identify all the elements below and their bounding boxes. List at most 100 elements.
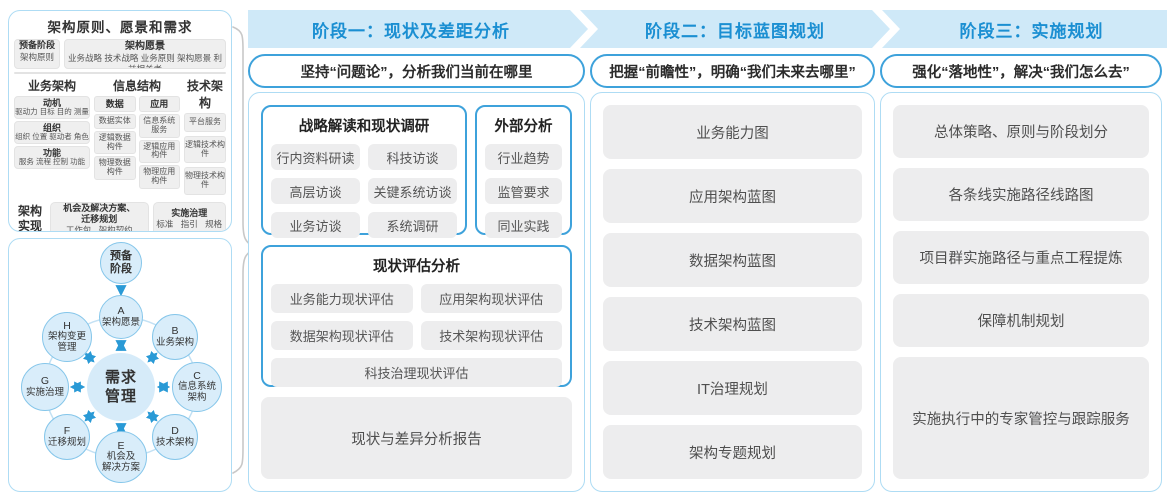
- function-title: 功能: [42, 147, 61, 158]
- node-label: 迁移规划: [47, 436, 86, 448]
- motivation-box: 动机 驱动力 目标 目的 测量: [14, 96, 90, 119]
- vision-title: 架构愿景: [125, 41, 165, 52]
- node-label: 架构愿景: [101, 316, 140, 328]
- prep-phase-node: 预备 阶段: [100, 242, 142, 284]
- realization-label: 架构 实现: [17, 203, 42, 232]
- pill: 数据架构现状评估: [271, 321, 413, 350]
- pill: 关键系统访谈: [368, 178, 457, 204]
- application-header: 应用: [138, 96, 180, 112]
- external-analysis-items: 行业趋势 监管要求 同业实践: [485, 144, 562, 238]
- architecture-vision-box: 架构愿景 业务战略 技术战略 业务原则 架构愿景 利益相关者: [64, 39, 226, 69]
- pill: 应用架构现状评估: [420, 284, 562, 313]
- architecture-realization-row: 架构 实现 机会及解决方案、 迁移规划 工作包 架构契约 实施治理 标准 指引 …: [14, 201, 226, 232]
- node-d-technology-architecture: D 技术架构: [152, 414, 198, 460]
- requirements-management-node: 需求 管理: [87, 353, 155, 421]
- pill: 监管要求: [485, 178, 562, 204]
- architecture-domains-row: 业务架构 动机 驱动力 目标 目的 测量 组织 组织 位置 驱动者 角色 功能 …: [14, 77, 226, 199]
- function-box: 功能 服务 流程 控制 功能: [14, 145, 90, 169]
- pill: 平台服务: [184, 113, 226, 132]
- node-e-opportunities-solutions: E 机会及 解决方案: [95, 431, 147, 483]
- technology-architecture-title: 技术架构: [186, 79, 223, 110]
- strategy-research-box: 战略解读和现状调研 行内资料研读 科技访谈 高层访谈 关键系统访谈 业务访谈 系…: [261, 105, 467, 238]
- node-label: 业务架构: [155, 336, 194, 348]
- deliverable-item: 技术架构蓝图: [603, 297, 862, 351]
- deliverable-item: 实施执行中的专家管控与跟踪服务: [893, 357, 1149, 479]
- phase-3-content-panel: 总体策略、原则与阶段划分 各条线实施路径线路图 项目群实施路径与重点工程提炼 保…: [880, 92, 1162, 492]
- pill: 业务能力现状评估: [271, 284, 413, 313]
- information-structure-column: 信息结构 数据 数据实体 逻辑数据构件 物理数据构件 应用 信息系统服务 逻辑应…: [94, 77, 180, 199]
- node-c-information-system-architecture: C 信息系统 架构: [172, 362, 222, 412]
- node-h-architecture-change-management: H 架构变更 管理: [42, 312, 92, 362]
- node-label: 机会及 解决方案: [101, 451, 140, 473]
- phase-1-content-panel: 战略解读和现状调研 行内资料研读 科技访谈 高层访谈 关键系统访谈 业务访谈 系…: [248, 92, 585, 492]
- assessment-title: 现状评估分析: [373, 259, 460, 275]
- assessment-box: 现状评估分析 业务能力现状评估 应用架构现状评估 数据架构现状评估 技术架构现状…: [261, 245, 572, 387]
- node-letter: B: [171, 324, 179, 337]
- pill: 科技访谈: [368, 144, 457, 170]
- motivation-sub: 驱动力 目标 目的 测量: [15, 107, 89, 117]
- pill: 逻辑技术构件: [184, 135, 226, 164]
- deliverable-item: 项目群实施路径与重点工程提炼: [893, 231, 1149, 285]
- architecture-requirements-box: 架构需求 需求 约束 假设 差距: [14, 72, 226, 74]
- external-analysis-box: 外部分析 行业趋势 监管要求 同业实践: [475, 105, 572, 238]
- information-structure-title: 信息结构: [112, 79, 161, 93]
- technology-architecture-column: 技术架构 平台服务 逻辑技术构件 物理技术构件: [184, 77, 226, 199]
- phase-3-band: 阶段三：实施规划: [882, 10, 1167, 48]
- prep-phase-title: 预备阶段: [18, 40, 55, 50]
- pill: 逻辑应用构件: [138, 139, 180, 164]
- organization-title: 组织: [42, 122, 61, 133]
- node-f-migration-planning: F 迁移规划: [44, 414, 90, 460]
- phase-3-subtitle: 强化“落地性”，解决“我们怎么去”: [880, 54, 1162, 88]
- node-letter: A: [117, 304, 125, 317]
- business-architecture-column: 业务架构 动机 驱动力 目标 目的 测量 组织 组织 位置 驱动者 角色 功能 …: [14, 77, 90, 199]
- deliverable-item: 架构专题规划: [603, 425, 862, 479]
- motivation-title: 动机: [42, 98, 61, 108]
- implementation-governance-box: 实施治理 标准 指引 规格: [152, 201, 226, 231]
- opportunities-sub: 工作包 架构契约: [65, 224, 133, 232]
- strategy-research-title: 战略解读和现状调研: [298, 119, 430, 135]
- node-letter: E: [117, 439, 125, 452]
- architecture-principles-panel: 架构原则、愿景和需求 预备阶段 架构原则 架构愿景 业务战略 技术战略 业务原则…: [8, 10, 232, 232]
- pill: 系统调研: [368, 212, 457, 238]
- node-letter: G: [40, 374, 50, 387]
- prep-vision-row: 预备阶段 架构原则 架构愿景 业务战略 技术战略 业务原则 架构愿景 利益相关者: [14, 39, 226, 69]
- function-sub: 服务 流程 控制 功能: [18, 157, 86, 167]
- prep-phase-sub: 架构原则: [19, 51, 54, 62]
- req-title: 架构需求: [15, 73, 225, 74]
- pill: 高层访谈: [271, 178, 360, 204]
- node-label: 技术架构: [155, 436, 194, 448]
- phase-1-subtitle: 坚持“问题论”，分析我们当前在哪里: [248, 54, 585, 88]
- data-app-columns: 数据 数据实体 逻辑数据构件 物理数据构件 应用 信息系统服务 逻辑应用构件 物…: [94, 96, 180, 191]
- external-analysis-title: 外部分析: [494, 119, 553, 135]
- node-g-implementation-governance: G 实施治理: [21, 363, 69, 411]
- phase-1-band: 阶段一：现状及差距分析: [248, 10, 588, 48]
- deliverable-item: IT治理规划: [603, 361, 862, 415]
- node-letter: D: [171, 424, 179, 437]
- deliverable-item: 各条线实施路径线路图: [893, 168, 1149, 222]
- governance-sub: 标准 指引 规格: [156, 219, 223, 230]
- vision-sub: 业务战略 技术战略 业务原则 架构愿景 利益相关者: [68, 53, 222, 68]
- deliverable-item: 业务能力图: [603, 105, 862, 159]
- gap-analysis-report-box: 现状与差异分析报告: [261, 397, 572, 479]
- pill: 科技治理现状评估: [271, 358, 562, 387]
- deliverable-item: 保障机制规划: [893, 294, 1149, 348]
- data-header: 数据: [94, 96, 136, 112]
- application-column: 应用 信息系统服务 逻辑应用构件 物理应用构件: [138, 96, 180, 191]
- adm-cycle-panel: 预备 阶段 A 架构愿景 B 业务架构 C 信息系统 架构 D 技术架构 E 机…: [8, 238, 232, 492]
- opportunities-title: 机会及解决方案、 迁移规划: [63, 202, 136, 224]
- phase-2-subtitle: 把握“前瞻性”，明确“我们未来去哪里”: [590, 54, 875, 88]
- node-letter: C: [193, 369, 201, 382]
- data-column: 数据 数据实体 逻辑数据构件 物理数据构件: [94, 96, 136, 191]
- phase-2-content-panel: 业务能力图 应用架构蓝图 数据架构蓝图 技术架构蓝图 IT治理规划 架构专题规划: [590, 92, 875, 492]
- pill: 物理技术构件: [184, 167, 226, 195]
- opportunities-migration-box: 机会及解决方案、 迁移规划 工作包 架构契约: [50, 201, 149, 232]
- node-label: 架构变更 管理: [47, 331, 86, 353]
- organization-sub: 组织 位置 驱动者 角色: [15, 132, 89, 142]
- pill: 同业实践: [485, 212, 562, 238]
- node-label: 实施治理: [25, 386, 64, 398]
- deliverable-item: 数据架构蓝图: [603, 233, 862, 287]
- node-letter: H: [63, 319, 71, 332]
- pill: 行内资料研读: [271, 144, 360, 170]
- panel-title: 架构原则、愿景和需求: [47, 20, 193, 35]
- node-b-business-architecture: B 业务架构: [152, 314, 198, 360]
